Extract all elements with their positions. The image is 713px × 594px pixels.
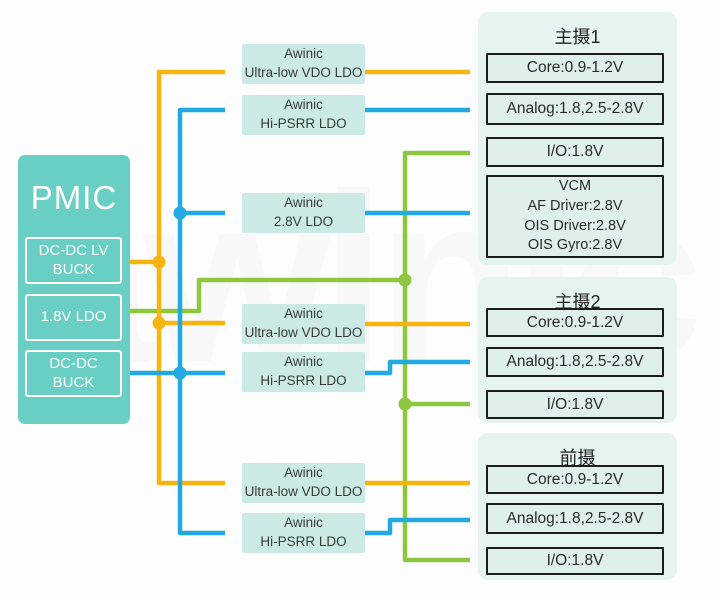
- rail-label: Analog:1.8,2.5-2.8V: [506, 100, 644, 117]
- rail-io-main2: I/O:1.8V: [486, 390, 664, 419]
- camera-panel-front: 前摄 Core:0.9-1.2V Analog:1.8,2.5-2.8V I/O…: [478, 433, 677, 580]
- rail-label-line: OIS Driver:2.8V: [524, 217, 626, 234]
- wire-blue-ldo7-to-analog-front: [365, 517, 470, 536]
- rail-label-line: BUCK: [52, 373, 95, 391]
- wire-blue-to-ldo2: [177, 107, 225, 373]
- pmic-rail-dcdc-buck: DC-DC BUCK: [25, 350, 122, 397]
- junction-blue-source: [173, 366, 187, 380]
- rail-label: Core:0.9-1.2V: [526, 59, 624, 76]
- rail-label: I/O:1.8V: [546, 552, 604, 569]
- wire-green-to-io-main1: [402, 150, 470, 280]
- rail-label-line: BUCK: [52, 260, 95, 278]
- ldo-vendor: Awinic: [284, 306, 323, 322]
- rail-analog-front: Analog:1.8,2.5-2.8V: [486, 503, 664, 534]
- ldo-name: 2.8V LDO: [273, 214, 334, 229]
- ldo-name: Hi-PSRR LDO: [260, 373, 347, 388]
- camera-panel-main1: 主摄1 Core:0.9-1.2V Analog:1.8,2.5-2.8V I/…: [478, 12, 677, 265]
- rail-core-main1: Core:0.9-1.2V: [486, 53, 664, 83]
- camera-panel-title: 主摄2: [554, 292, 601, 312]
- ldo-vendor: Awinic: [284, 515, 323, 531]
- rail-label: Analog:1.8,2.5-2.8V: [506, 353, 644, 370]
- rail-analog-main2: Analog:1.8,2.5-2.8V: [486, 347, 664, 377]
- ldo-vendor: Awinic: [284, 97, 323, 113]
- rail-vcm-main1: VCM AF Driver:2.8V OIS Driver:2.8V OIS G…: [486, 175, 664, 258]
- rail-label-line: DC-DC LV: [38, 241, 109, 259]
- ldo-name: Hi-PSRR LDO: [260, 116, 347, 131]
- wire-yellow-to-ldo6: [156, 262, 225, 486]
- rail-label-line: 1.8V LDO: [40, 308, 107, 326]
- ldo-vendor: Awinic: [284, 46, 323, 62]
- junction-blue-branch: [173, 206, 187, 220]
- ldo-block-hipsrr-1: Awinic Hi-PSRR LDO: [242, 95, 365, 135]
- wire-green-to-io-main2: [402, 280, 470, 407]
- rail-label-line: AF Driver:2.8V: [527, 197, 623, 214]
- rail-label: I/O:1.8V: [546, 395, 604, 413]
- wire-blue-to-ldo7: [177, 373, 225, 536]
- rail-label-line: VCM: [558, 178, 592, 195]
- pmic-title: PMIC: [30, 179, 118, 216]
- ldo-block-hipsrr-3: Awinic Hi-PSRR LDO: [242, 513, 365, 553]
- pmic-block: PMIC DC-DC LV BUCK 1.8V LDO DC-DC BUCK: [18, 155, 130, 424]
- camera-panel-title: 主摄1: [554, 27, 601, 47]
- ldo-vendor: Awinic: [284, 195, 323, 211]
- camera-panel-title: 前摄: [559, 448, 596, 468]
- wire-green-to-io-front: [402, 404, 470, 563]
- ldo-block-hipsrr-2: Awinic Hi-PSRR LDO: [242, 352, 365, 392]
- ldo-name: Ultra-low VDO LDO: [244, 65, 363, 80]
- junction-green-branch: [398, 397, 412, 411]
- ldo-name: Hi-PSRR LDO: [260, 534, 347, 549]
- junction-green-source: [398, 273, 412, 287]
- ldo-block-2v8: Awinic 2.8V LDO: [242, 193, 365, 233]
- camera-panel-main2: 主摄2 Core:0.9-1.2V Analog:1.8,2.5-2.8V I/…: [478, 277, 677, 423]
- rail-label-line: DC-DC: [49, 354, 98, 372]
- ldo-vendor: Awinic: [284, 354, 323, 370]
- pmic-rail-dcdc-lv-buck: DC-DC LV BUCK: [25, 237, 122, 284]
- junction-yellow-branch: [152, 316, 166, 330]
- rail-io-main1: I/O:1.8V: [486, 137, 664, 167]
- wire-yellow-to-ldo1: [156, 69, 225, 262]
- rail-io-front: I/O:1.8V: [486, 547, 664, 575]
- rail-analog-main1: Analog:1.8,2.5-2.8V: [486, 93, 664, 125]
- rail-core-front: Core:0.9-1.2V: [486, 465, 664, 494]
- ldo-name: Ultra-low VDO LDO: [244, 484, 363, 499]
- junction-yellow-source: [152, 255, 166, 269]
- ldo-block-ultralow-vdo-3: Awinic Ultra-low VDO LDO: [242, 463, 365, 503]
- ldo-vendor: Awinic: [284, 465, 323, 481]
- rail-label: Analog:1.8,2.5-2.8V: [506, 509, 644, 527]
- rail-label: Core:0.9-1.2V: [526, 313, 624, 331]
- rail-core-main2: Core:0.9-1.2V: [486, 308, 664, 337]
- rail-label-line: OIS Gyro:2.8V: [527, 237, 623, 254]
- ldo-block-ultralow-vdo-2: Awinic Ultra-low VDO LDO: [242, 304, 365, 344]
- ldo-name: Ultra-low VDO LDO: [244, 325, 363, 340]
- rail-label: I/O:1.8V: [546, 143, 604, 160]
- pmic-rail-1v8-ldo: 1.8V LDO: [25, 294, 122, 341]
- ldo-block-ultralow-vdo-1: Awinic Ultra-low VDO LDO: [242, 44, 365, 84]
- wire-blue-ldo5-to-analog-main2: [365, 359, 470, 376]
- rail-label: Core:0.9-1.2V: [526, 470, 624, 488]
